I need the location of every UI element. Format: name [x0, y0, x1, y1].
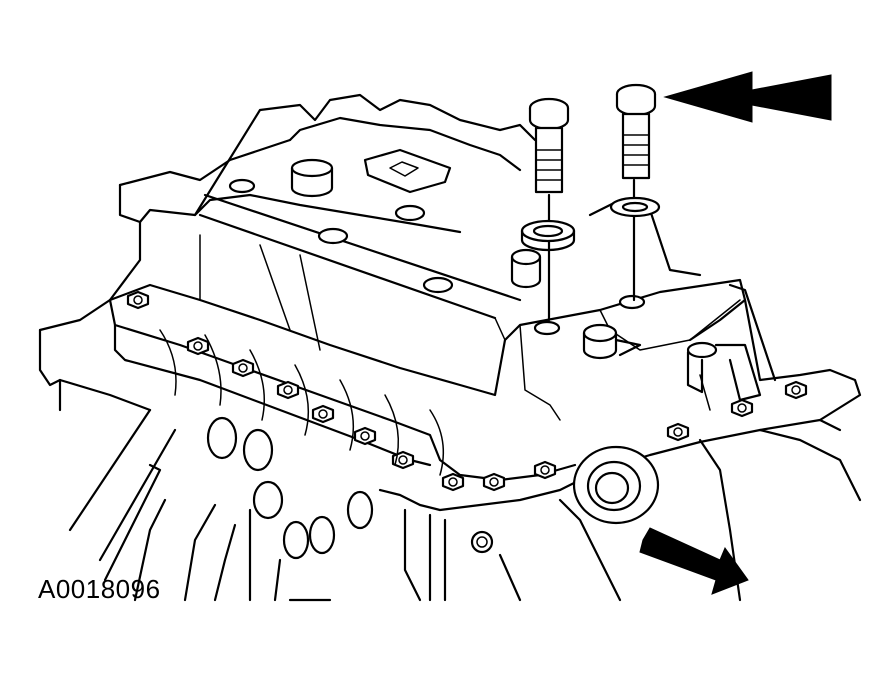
flange-bolt-8 [441, 472, 465, 492]
left-bolt [520, 97, 576, 322]
top-boss-pad [228, 148, 542, 294]
right-bolt [609, 83, 661, 302]
lower-block [38, 298, 862, 602]
flange-bolt-12 [730, 398, 754, 418]
flange-bolt-6 [353, 426, 377, 446]
engine-block-outline [108, 93, 702, 320]
flange-bolt-3 [231, 358, 255, 378]
flange-bolt-7 [391, 450, 415, 470]
oil-pan-body [108, 234, 862, 512]
drain-boss [470, 445, 660, 554]
arrow-left-icon [663, 71, 832, 123]
flange-bolt-13 [784, 380, 808, 400]
flange-bolt-11 [666, 422, 690, 442]
figure-id-label: A0018096 [38, 574, 161, 604]
flange-bolt-5 [311, 404, 335, 424]
flange-bolt-heads [126, 290, 808, 492]
arrow-down-right-icon [639, 527, 749, 595]
bolt-with-washer-icon [520, 83, 661, 322]
rail-bosses [533, 294, 762, 411]
flange-bolt-10 [533, 460, 557, 480]
flange-bolt-2 [186, 336, 210, 356]
flange-bolt-1 [126, 290, 150, 310]
flange-bolt-9 [482, 472, 506, 492]
pan-ribs [159, 329, 445, 476]
flange-bolt-4 [276, 380, 300, 400]
